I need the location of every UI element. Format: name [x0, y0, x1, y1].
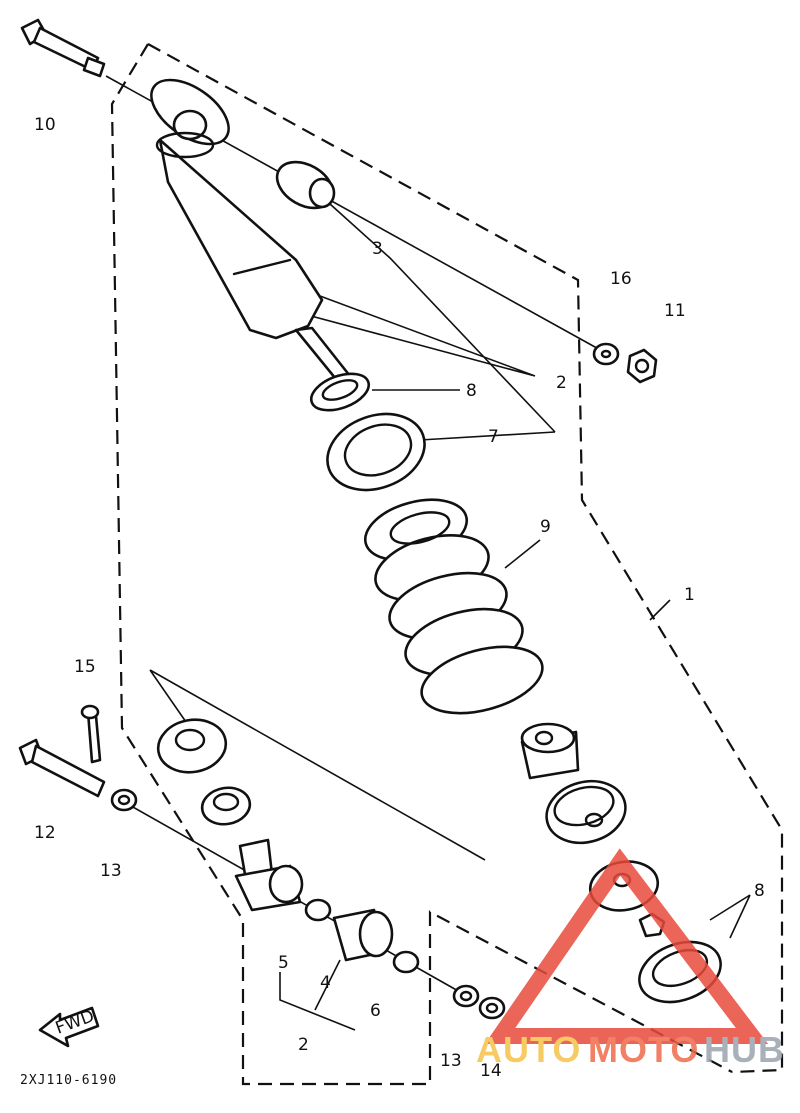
callout-3: 3 — [372, 239, 383, 259]
callout-13-lower: 13 — [440, 1051, 462, 1071]
spring-9 — [363, 498, 544, 715]
bolt-12 — [18, 738, 106, 798]
callout-10: 10 — [34, 115, 56, 135]
callout-2-upper: 2 — [556, 373, 567, 393]
callout-13-upper: 13 — [100, 861, 122, 881]
callout-12: 12 — [34, 823, 56, 843]
assembly-1-left-boundary — [110, 43, 733, 1086]
watermark-text-moto: MOTO — [588, 1029, 699, 1070]
leader-lines-8 — [709, 894, 751, 939]
watermark-triangle-icon — [484, 848, 769, 1044]
watermark-logo: AUTO MOTO HUB — [476, 848, 785, 1070]
callout-6: 7 — [488, 427, 499, 447]
shock-absorber-body — [150, 78, 352, 386]
leader-lines-6 — [419, 431, 556, 441]
fwd-arrow: FWD — [38, 1006, 100, 1048]
watermark-text-hub: HUB — [704, 1029, 785, 1070]
callout-15: 15 — [74, 657, 96, 677]
leader-lines-3 — [329, 203, 556, 433]
leader-line-1 — [649, 599, 671, 621]
bushing-3 — [275, 160, 336, 210]
callout-4: 4 — [320, 973, 331, 993]
leader-lines-9 — [504, 539, 541, 569]
callout-1: 1 — [684, 585, 695, 605]
collar-5a — [304, 898, 332, 922]
lower-pad — [156, 718, 228, 774]
spring-seat-6 — [326, 412, 426, 492]
cotter-pin-15 — [80, 704, 102, 764]
leader-lines-2 — [284, 295, 536, 377]
callout-2-lower: 2 — [298, 1035, 309, 1055]
bump-stop — [520, 722, 580, 780]
callout-7: 8 — [466, 381, 477, 401]
bolt-10 — [20, 18, 106, 78]
callout-5-left: 5 — [278, 953, 289, 973]
callout-9: 9 — [540, 517, 551, 537]
callout-5-right: 6 — [370, 1001, 381, 1021]
washer-13-lower — [452, 984, 480, 1008]
washer-16 — [592, 342, 620, 366]
watermark-text-auto: AUTO — [476, 1029, 581, 1070]
diagram-code: 2XJ110-6190 — [20, 1073, 117, 1088]
callout-16: 16 — [610, 269, 632, 289]
leader-lines-lower-2 — [279, 959, 356, 1031]
bushing-4 — [332, 908, 394, 962]
ring-7 — [309, 372, 371, 412]
callout-11: 11 — [664, 301, 686, 321]
nut-14 — [478, 996, 506, 1020]
collar-5b — [392, 950, 420, 974]
lower-washer — [200, 786, 252, 826]
callout-8: 8 — [754, 881, 765, 901]
lower-eye — [234, 838, 304, 912]
lower-spring-seat — [545, 779, 627, 845]
washer-13-upper — [110, 788, 138, 812]
nut-11 — [626, 348, 658, 384]
assembly-1-boundary — [147, 43, 784, 1074]
callout-14: 14 — [480, 1061, 502, 1081]
